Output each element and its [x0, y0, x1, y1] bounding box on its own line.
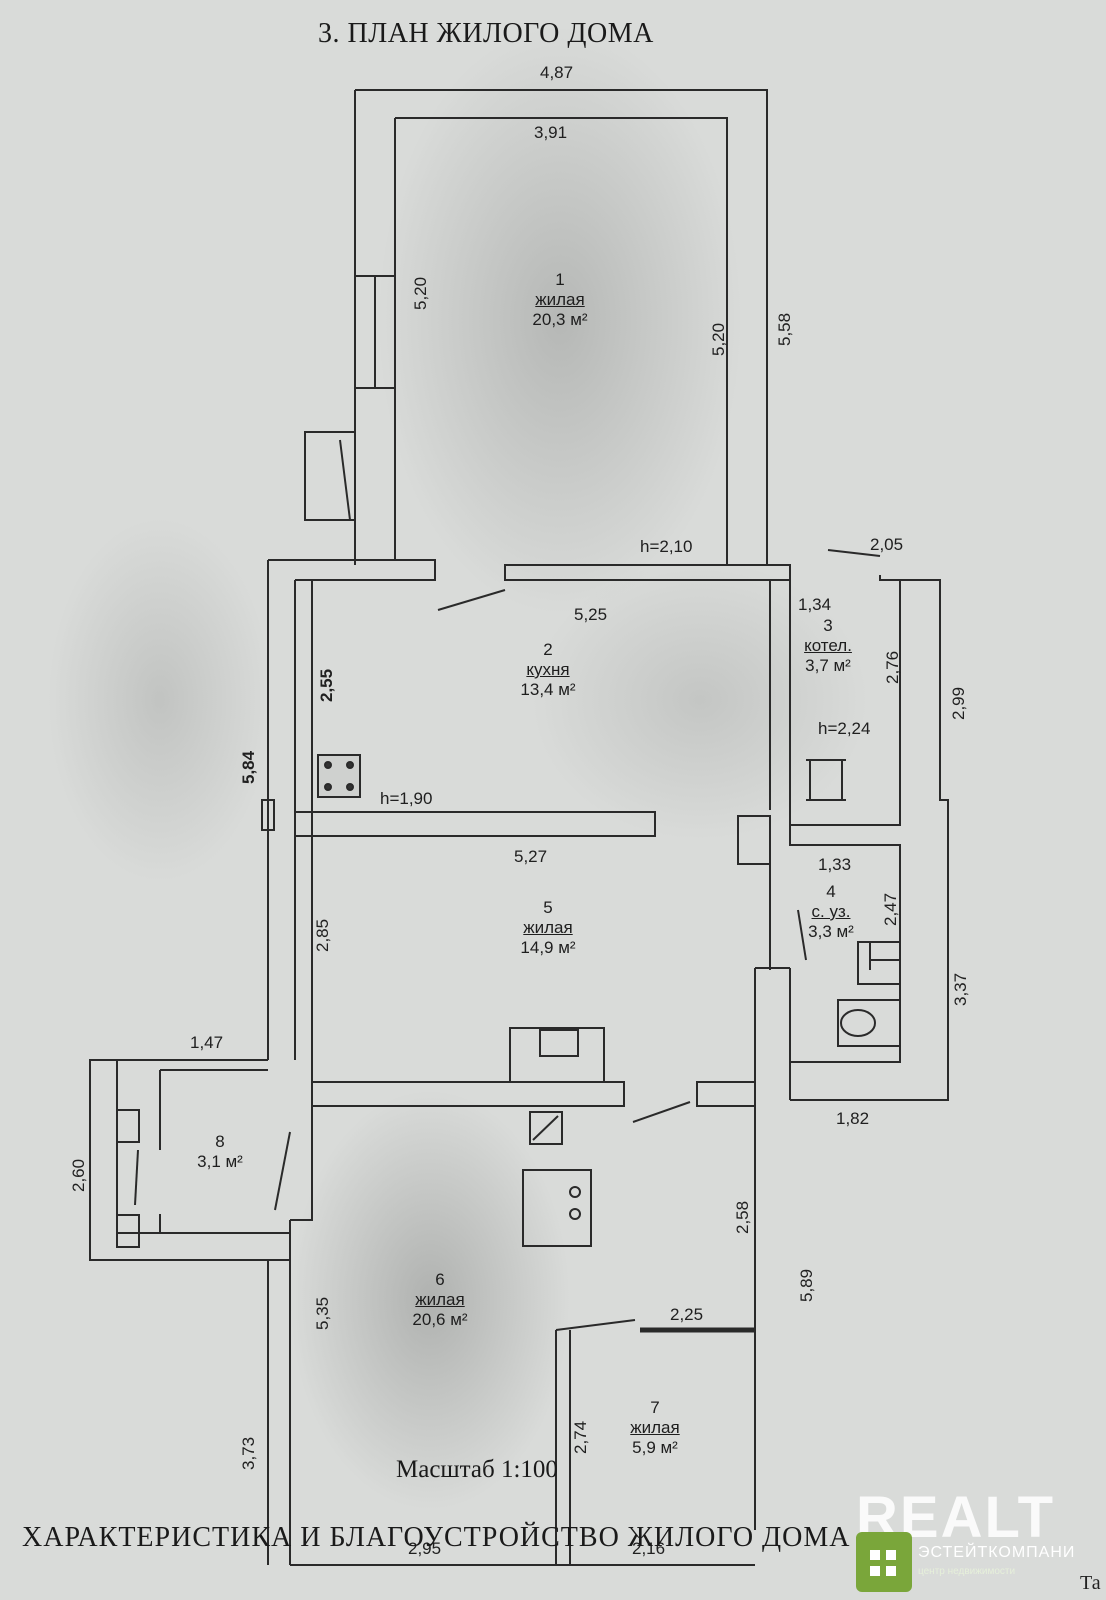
- furnace: [509, 1027, 605, 1083]
- dim-3-73: 3,73: [239, 1436, 258, 1470]
- room-name: котел.: [804, 636, 852, 655]
- dim-5-25: 5,25: [574, 605, 608, 624]
- room-name: жилая: [415, 1290, 465, 1309]
- dim-h-1-90: h=1,90: [380, 789, 433, 808]
- room-area: 20,6 м²: [412, 1310, 468, 1329]
- room-name: жилая: [523, 918, 573, 937]
- dim-3-91: 3,91: [534, 123, 568, 142]
- room-5-label: 5 жилая 14,9 м²: [498, 898, 598, 958]
- dim-h-2-24: h=2,24: [818, 719, 871, 738]
- stove-icon: [317, 754, 361, 798]
- room-name: жилая: [630, 1418, 680, 1437]
- room-area: 3,1 м²: [197, 1152, 243, 1171]
- dim-2-76: 2,76: [883, 650, 902, 684]
- room-number: 6: [435, 1270, 445, 1289]
- room-6-label: 6 жилая 20,6 м²: [390, 1270, 490, 1330]
- dim-5-35: 5,35: [313, 1296, 332, 1330]
- dim-2-85: 2,85: [313, 918, 332, 952]
- wc-walls: [789, 825, 901, 1063]
- corner-fragment: Та: [1080, 1572, 1101, 1594]
- room-number: 2: [543, 640, 553, 659]
- dim-2-58: 2,58: [733, 1200, 752, 1234]
- dim-2-74: 2,74: [571, 1420, 590, 1454]
- room-1-outer-wall: [355, 89, 768, 565]
- dim-2-99: 2,99: [949, 686, 968, 720]
- dim-5-89: 5,89: [797, 1268, 816, 1302]
- sink-icon: [857, 941, 901, 985]
- room-2-label: 2 кухня 13,4 м²: [498, 640, 598, 700]
- dim-h-2-10: h=2,10: [640, 537, 693, 556]
- room-area: 5,9 м²: [632, 1438, 678, 1457]
- realt-watermark-logo: REALT ЭСТЕЙТКОМПАНИ центр недвижимости: [836, 1484, 1098, 1600]
- boiler-icon: [809, 759, 843, 801]
- room-number: 5: [543, 898, 553, 917]
- room-8-label: 8 3,1 м²: [180, 1132, 260, 1172]
- dim-5-20-right: 5,20: [709, 322, 728, 356]
- room-4-label: 4 с. уз. 3,3 м²: [796, 882, 866, 942]
- room-number: 7: [650, 1398, 660, 1417]
- room-7-walls: [555, 1330, 571, 1565]
- dim-2-25: 2,25: [670, 1305, 704, 1324]
- left-exterior-wall: [267, 560, 313, 1105]
- room-area: 3,7 м²: [805, 656, 851, 675]
- dim-2-05: 2,05: [870, 535, 904, 554]
- room-6-walls: [267, 1105, 313, 1565]
- room-number: 4: [826, 882, 836, 901]
- dim-5-27: 5,27: [514, 847, 548, 866]
- wall-2-5: [294, 811, 656, 837]
- dim-2-60: 2,60: [69, 1158, 88, 1192]
- scale-label: Масштаб 1:100: [396, 1456, 558, 1483]
- dim-2-95: 2,95: [408, 1539, 442, 1558]
- dim-5-84: 5,84: [239, 750, 258, 784]
- room-area: 14,9 м²: [520, 938, 576, 957]
- dim-4-87: 4,87: [540, 63, 574, 82]
- dim-5-20-left: 5,20: [411, 276, 430, 310]
- room-1-label: 1 жилая 20,3 м²: [510, 270, 610, 330]
- room-name: с. уз.: [811, 902, 851, 921]
- room-area: 13,4 м²: [520, 680, 576, 699]
- dim-2-47: 2,47: [881, 892, 900, 926]
- watermark-brand: ЭСТЕЙТКОМПАНИ: [918, 1544, 1076, 1561]
- wall-5-6: [311, 1081, 625, 1107]
- dim-1-82: 1,82: [836, 1109, 870, 1128]
- toilet-icon: [837, 999, 901, 1047]
- room-number: 3: [823, 616, 833, 635]
- stove-2-icon: [522, 1169, 592, 1247]
- dim-2-55: 2,55: [317, 668, 336, 702]
- dim-5-58: 5,58: [775, 312, 794, 346]
- room-area: 3,3 м²: [808, 922, 854, 941]
- room-3-label: 3 котел. 3,7 м²: [788, 616, 868, 676]
- room-name: кухня: [526, 660, 570, 679]
- section-heading: ХАРАКТЕРИСТИКА И БЛАГОУСТРОЙСТВО ЖИЛОГО …: [22, 1522, 851, 1553]
- dim-3-37: 3,37: [951, 972, 970, 1006]
- boiler-room-walls: [789, 575, 901, 826]
- wall-1-2: [268, 559, 436, 581]
- chimney-icon: [529, 1111, 563, 1145]
- room-7-label: 7 жилая 5,9 м²: [610, 1398, 700, 1458]
- dim-1-47: 1,47: [190, 1033, 224, 1052]
- room-name: жилая: [535, 290, 585, 309]
- room-area: 20,3 м²: [532, 310, 588, 329]
- room-1-inner-wall: [395, 117, 728, 565]
- dim-1-34: 1,34: [798, 595, 832, 614]
- room-number: 8: [215, 1132, 225, 1151]
- house-icon: [856, 1532, 912, 1592]
- plan-title: 3. ПЛАН ЖИЛОГО ДОМА: [318, 18, 654, 49]
- dim-1-33: 1,33: [818, 855, 852, 874]
- dim-2-16: 2,16: [632, 1539, 666, 1558]
- room-number: 1: [555, 270, 565, 289]
- watermark-subtitle: центр недвижимости: [918, 1566, 1016, 1577]
